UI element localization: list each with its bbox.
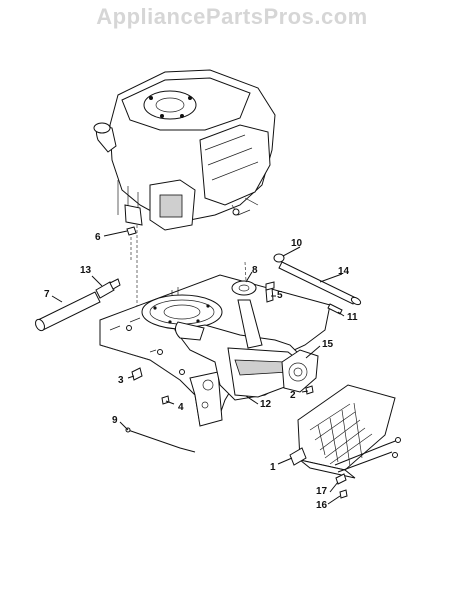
callout-16: 16 [316,500,328,511]
callout-15: 15 [322,339,334,350]
callout-12: 12 [260,399,272,410]
part-12-muffler [174,299,301,401]
callout-9: 9 [112,415,118,426]
callout-2: 2 [290,390,296,401]
callout-13: 13 [80,265,92,276]
part-8-gasket [231,280,257,296]
watermark: AppliancePartsPros.com [96,4,368,29]
part-11-screw [327,303,343,315]
part-7-tube [35,291,101,332]
part-9-wire [125,427,196,453]
part-4-nut [161,395,170,405]
callout-17: 17 [316,486,328,497]
callout-6: 6 [95,232,101,243]
callout-11: 11 [347,312,358,323]
part-2-screw [305,385,314,395]
callout-14: 14 [338,266,350,277]
part-10-cap [273,253,285,263]
callout-10: 10 [291,238,303,249]
part-15-bracket [281,349,319,393]
part-3-fitting [131,367,143,381]
part-14-rod [278,261,362,306]
part-13-fitting [95,278,121,299]
part-5-bolts [265,281,275,303]
leader-lines [51,230,345,505]
part-6-nut [126,226,137,236]
callout-3: 3 [118,375,124,386]
callout-8: 8 [252,265,258,276]
mounting-plate [141,294,223,330]
part-17-bracket [335,473,347,485]
callout-1: 1 [270,462,276,473]
part-1-guard [289,384,401,479]
part-16-screw [339,489,348,499]
callout-labels: 1 2 3 4 5 6 7 8 9 10 11 12 13 14 15 16 1… [44,232,358,511]
engine [93,69,276,231]
callout-5: 5 [277,290,283,301]
callout-7: 7 [44,289,50,300]
callout-4: 4 [178,402,184,413]
